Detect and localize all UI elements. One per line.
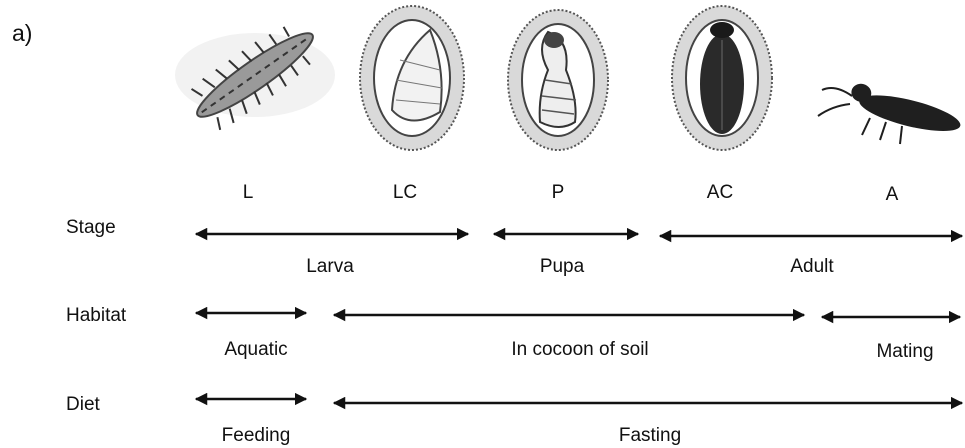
span-label-mating: Mating <box>850 341 960 363</box>
span-label-aquatic: Aquatic <box>196 339 316 361</box>
span-label-pupa: Pupa <box>512 256 612 278</box>
span-label-larva: Larva <box>280 256 380 278</box>
span-label-fasting: Fasting <box>590 425 710 447</box>
span-label-feeding: Feeding <box>196 425 316 447</box>
span-label-adult: Adult <box>762 256 862 278</box>
span-label-in-cocoon-of-soil: In cocoon of soil <box>450 339 710 361</box>
